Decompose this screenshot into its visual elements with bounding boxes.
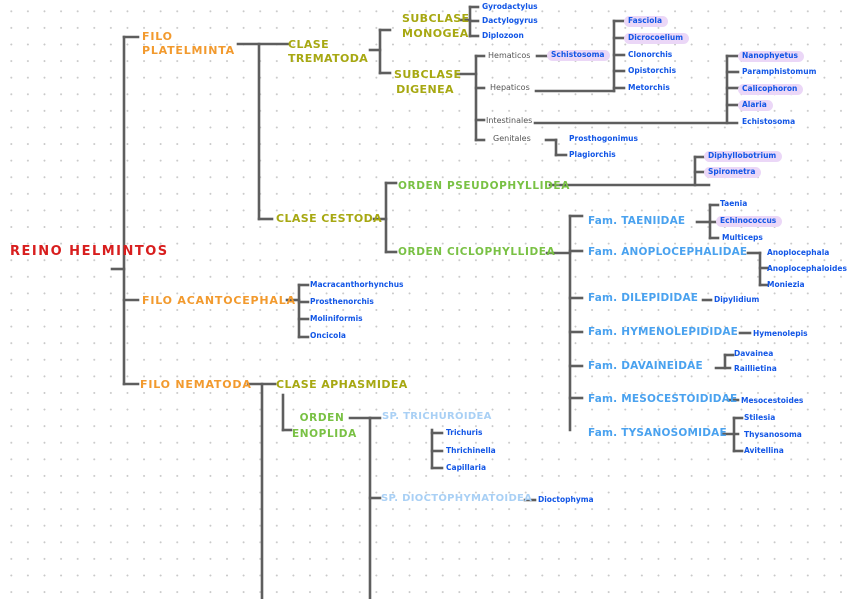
clase-cestoda-label: CLASE CESTODA (276, 212, 383, 225)
genus-diphyllobotrium: Diphyllobotrium (704, 151, 783, 162)
filo-acantocephala-label: FILO ACANTOCEPHALA (142, 294, 296, 307)
orden-pseudophyllidea-label: ORDEN PSEUDOPHYLLIDEA (398, 180, 570, 192)
genus-echinococcus: Echinococcus (716, 216, 783, 227)
group-intestinales: Intestinales (486, 116, 533, 125)
genus-spirometra: Spirometra (704, 167, 762, 178)
reino-label: REINO HELMINTOS (10, 244, 169, 259)
genus-stilesia: Stilesia (744, 413, 776, 422)
genus-moniezia: Moniezia (767, 280, 805, 289)
genus-schistosoma: Schistosoma (547, 50, 611, 61)
genus-dactylogyrus: Dactylogyrus (482, 16, 538, 25)
family-tysanosomidae: Fam. TYSANOSOMIDAE (588, 427, 727, 439)
genus-dipylidium: Dipylidium (714, 295, 760, 304)
genus-dicrocoelium: Dicrocoelium (624, 33, 690, 44)
orden-enoplida-label: ORDEN ENOPLIDA (292, 412, 357, 440)
genus-anoplocephaloides: Anoplocephaloides (767, 264, 847, 273)
group-genitales: Genitales (493, 134, 531, 143)
genus-raillietina: Raillietina (734, 364, 777, 373)
genus-alaria: Alaria (738, 100, 773, 111)
family-dilepididae: Fam. DILEPIDIDAE (588, 292, 699, 304)
genus-prosthogonimus: Prosthogonimus (569, 134, 638, 143)
genus-clonorchis: Clonorchis (628, 50, 673, 59)
genus-anoplocephala: Anoplocephala (767, 248, 830, 257)
genus-fasciola: Fasciola (624, 16, 669, 27)
genus-plagiorchis: Plagiorchis (569, 150, 616, 159)
genus-taenia: Taenia (720, 199, 748, 208)
clase-aphasmidea-label: CLASE APHASMIDEA (276, 378, 408, 391)
orden-ciclophyllidea-label: ORDEN CICLOPHYLLIDEA (398, 246, 556, 258)
genus-oncicola: Oncicola (310, 331, 346, 340)
genus-mesocestoides: Mesocestoides (741, 396, 804, 405)
filo-nematoda-label: FILO NEMATODA (140, 378, 252, 391)
subclase-digenea-label: SUBCLASE DIGENEA (394, 68, 462, 97)
genus-dioctophyma: Dioctophyma (538, 495, 594, 504)
family-hymenolepididae: Fam. HYMENOLEPIDIDAE (588, 326, 739, 338)
filo-platelminta-label: FILO PLATELMINTA (142, 30, 235, 58)
genus-avitellina: Avitellina (744, 446, 784, 455)
genus-multiceps: Multiceps (722, 233, 763, 242)
subclase-monogea-label: SUBCLASE MONOGEA (402, 12, 470, 41)
genus-moliniformis: Moliniformis (310, 314, 363, 323)
genus-hymenolepis: Hymenolepis (753, 329, 808, 338)
genus-trichuris: Trichuris (446, 428, 483, 437)
family-mesocestoididae: Fam. MESOCESTOIDIDAE (588, 393, 738, 405)
family-anoplocephalidae: Fam. ANOPLOCEPHALIDAE (588, 246, 748, 258)
genus-prosthenorchis: Prosthenorchis (310, 297, 374, 306)
genus-calicophoron: Calicophoron (738, 84, 804, 95)
superfamily-trichuroidea: SP. TRICHUROIDEA (382, 411, 492, 422)
genus-opistorchis: Opistorchis (628, 66, 677, 75)
genus-nanophyetus: Nanophyetus (738, 51, 804, 62)
genus-thrichinella: Thrichinella (446, 446, 496, 455)
genus-thysanosoma: Thysanosoma (744, 430, 802, 439)
family-davaineidae: Fam. DAVAINEIDAE (588, 360, 703, 372)
genus-davainea: Davainea (734, 349, 774, 358)
genus-diplozoon: Diplozoon (482, 31, 524, 40)
genus-capillaria: Capillaria (446, 463, 487, 472)
genus-echistosoma: Echistosoma (742, 117, 796, 126)
group-hematicos: Hematicos (488, 51, 531, 60)
genus-metorchis: Metorchis (628, 83, 670, 92)
family-taeniidae: Fam. TAENIIDAE (588, 215, 686, 227)
genus-gyrodactylus: Gyrodactylus (482, 2, 538, 11)
genus-macracanthorhynchus: Macracanthorhynchus (310, 280, 404, 289)
genus-paramphistomum: Paramphistomum (742, 67, 817, 76)
superfamily-dioctophymatoidea: SP. DIOCTOPHYMATOIDEA (381, 493, 533, 504)
clase-trematoda-label: CLASE TREMATODA (288, 38, 369, 66)
group-hepaticos: Hepaticos (490, 83, 530, 92)
